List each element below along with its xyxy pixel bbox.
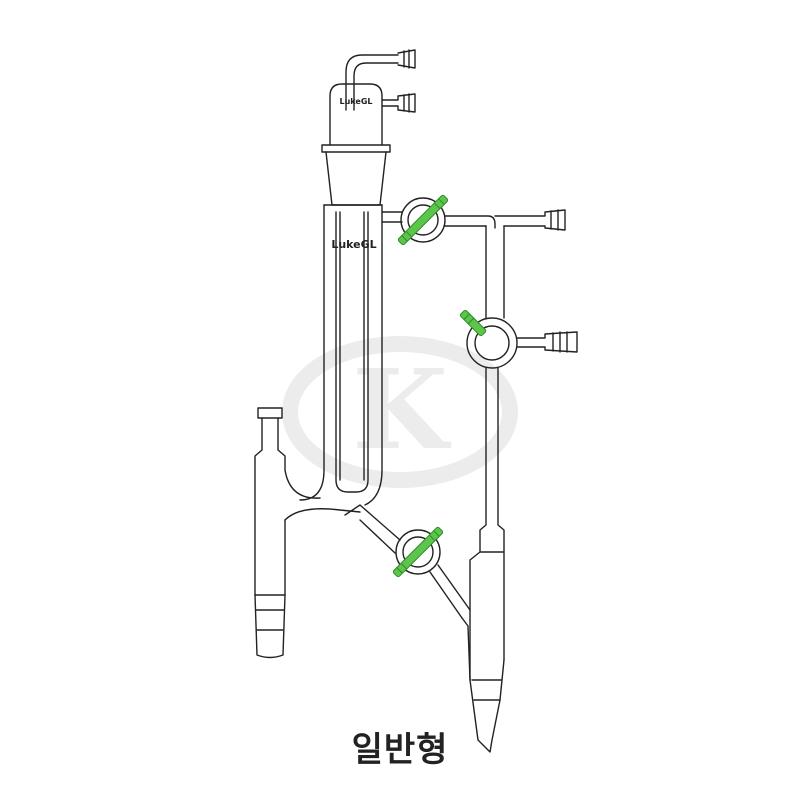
stopcock-handle-icon [459, 309, 487, 337]
diagram-caption: 일반형 [351, 730, 449, 770]
watermark-letter: K [352, 345, 451, 474]
glassware-outline [254, 49, 578, 753]
watermark-k-logo: K [282, 336, 518, 488]
stopcock-handle-icon [392, 526, 444, 578]
mid-brand-label: LukeGL [331, 238, 376, 251]
stopcock-handle-icon [397, 194, 449, 246]
top-brand-label: LukeGL [340, 97, 373, 106]
